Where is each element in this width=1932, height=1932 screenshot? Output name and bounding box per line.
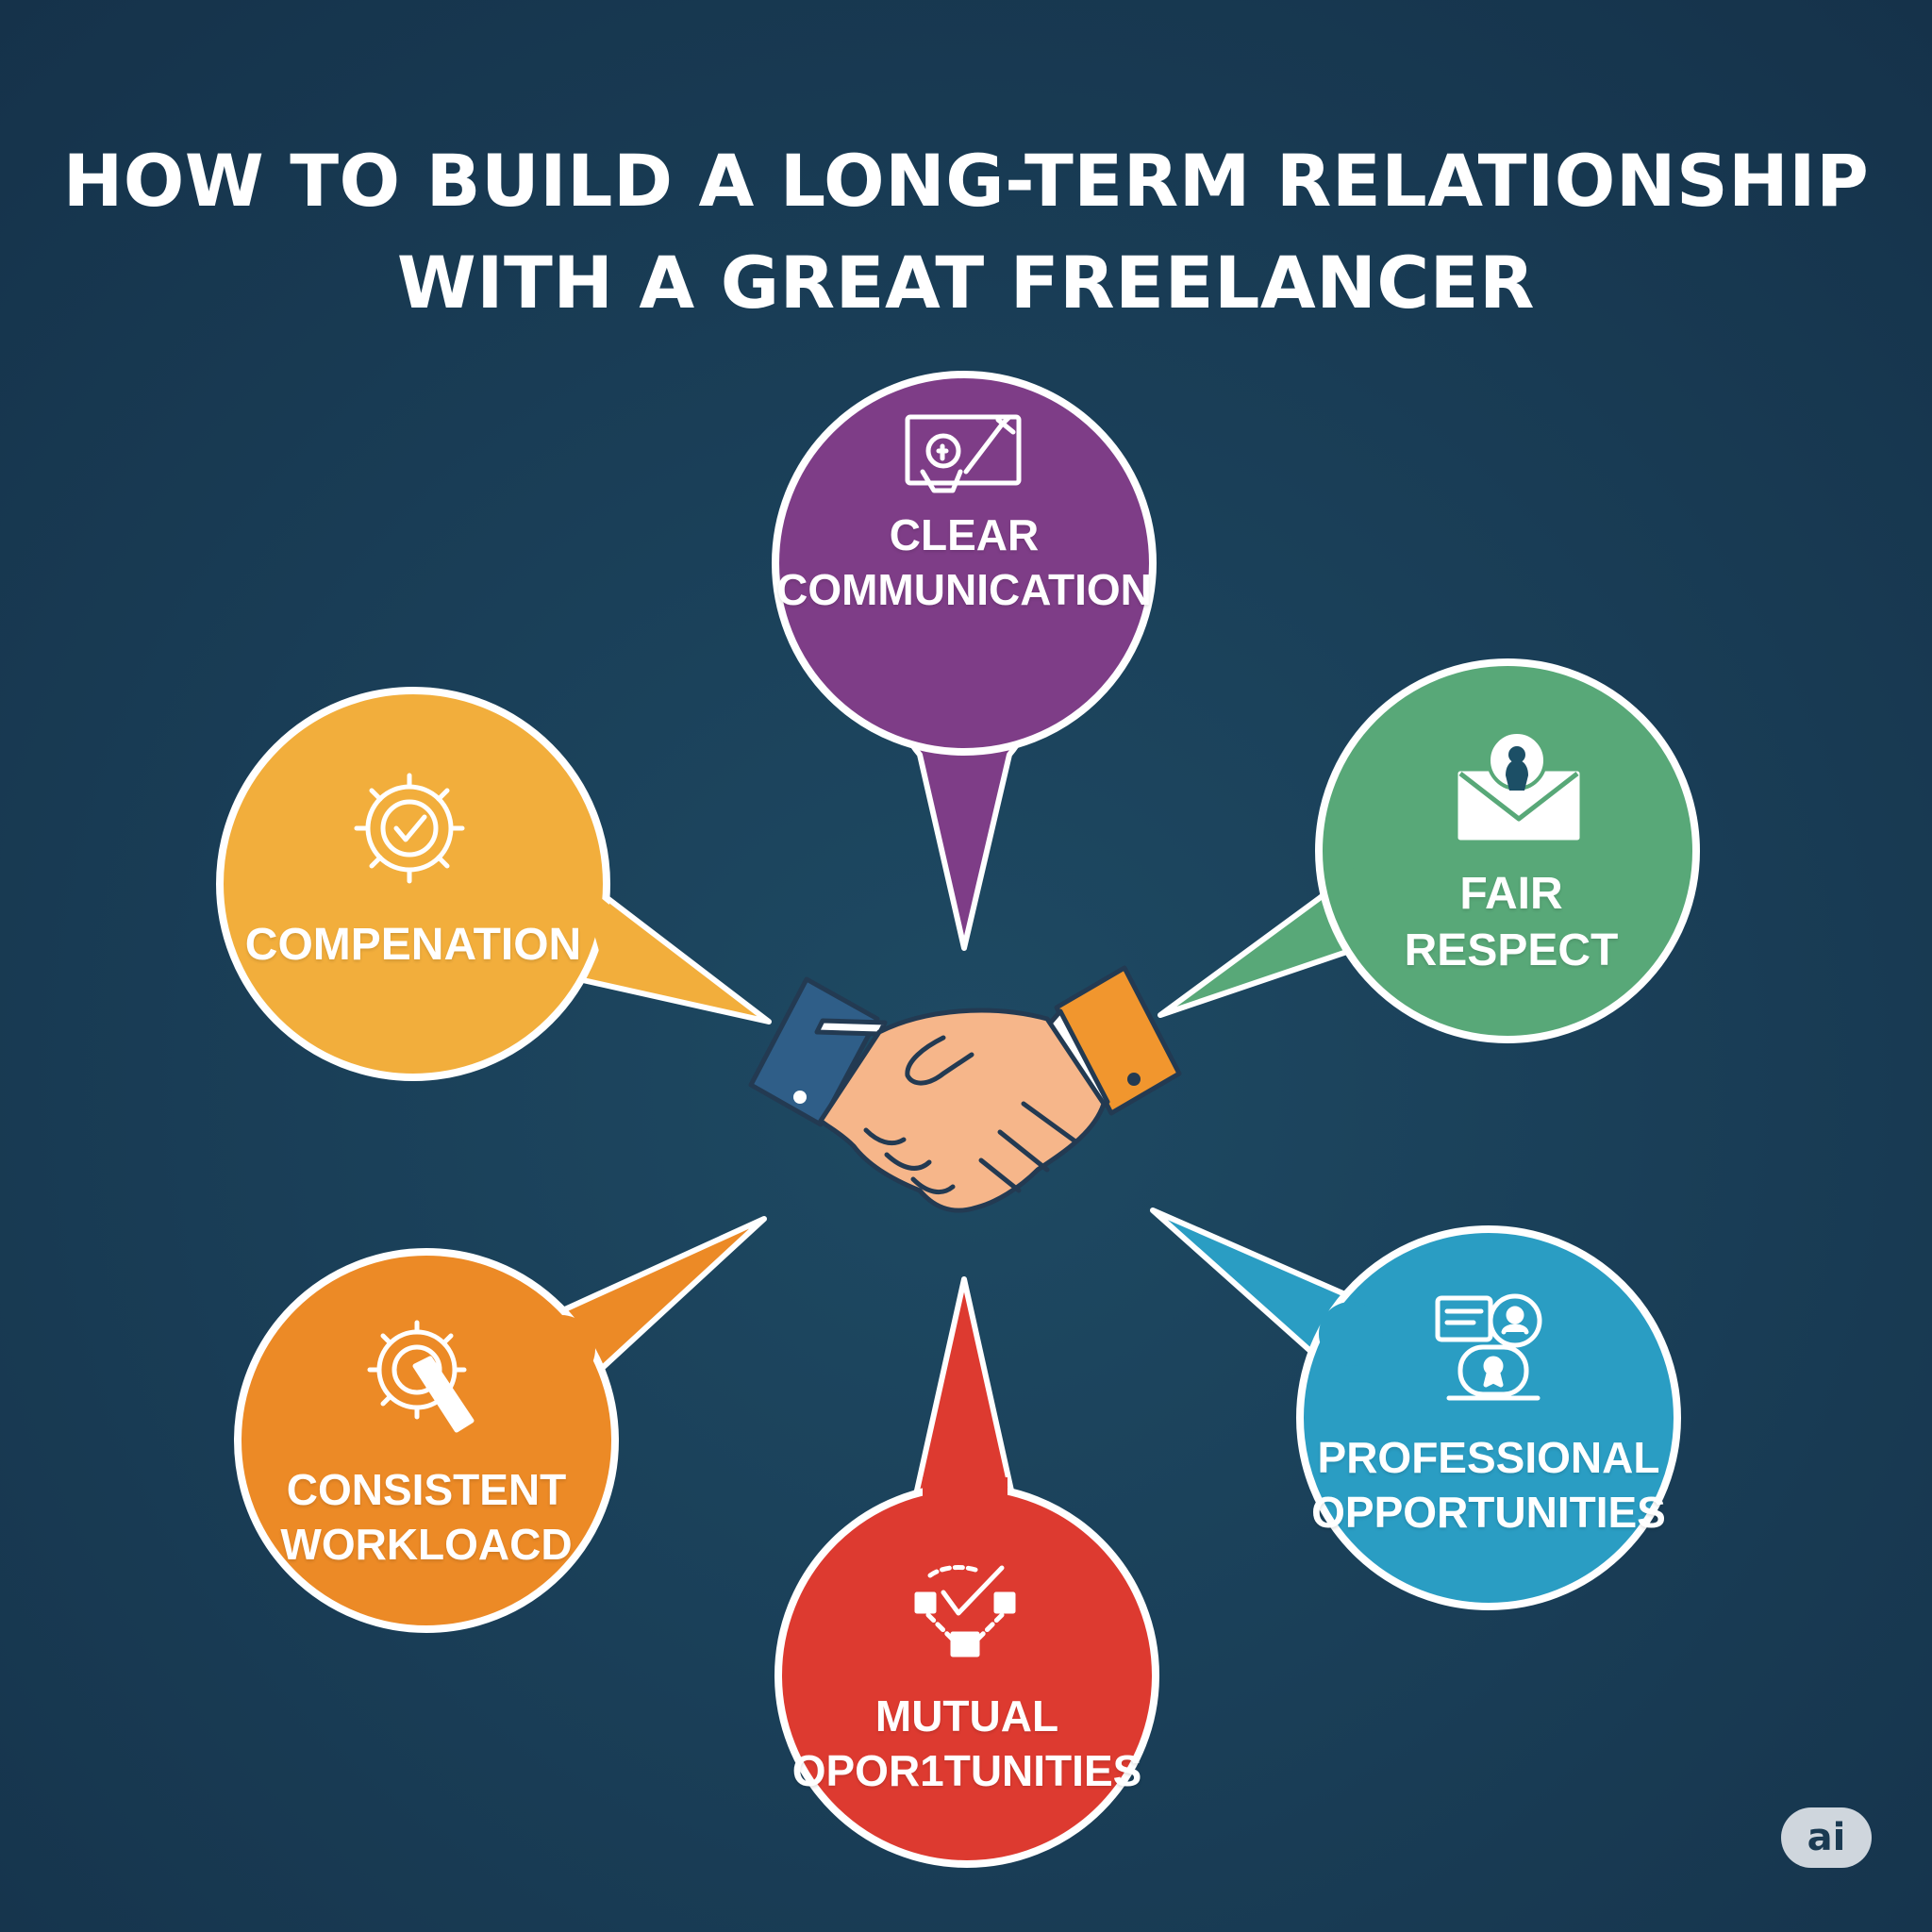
bubble-professional-opportunities bbox=[1150, 1208, 1681, 1610]
checklist-network-icon bbox=[914, 1565, 1016, 1657]
label-mutual-opportunities: MUTUAL OPOR1TUNITIES bbox=[791, 1691, 1142, 1795]
bubble-fair-respect bbox=[1158, 658, 1700, 1043]
gear-wrench-icon bbox=[367, 1320, 475, 1433]
bubble-clear-communication bbox=[772, 371, 1157, 951]
gear-check-icon bbox=[354, 773, 465, 884]
label-clear-communication: CLEAR COMMUNICATION bbox=[776, 510, 1152, 614]
chat-award-icon bbox=[1435, 1293, 1542, 1401]
label-compensation: COMPENATION bbox=[244, 920, 582, 970]
label-professional-opportunities: PROFESSIONAL OPPORTUNITIES bbox=[1311, 1433, 1666, 1537]
bubble-consistent-workload bbox=[234, 1216, 767, 1633]
bubble-mutual-opportunities bbox=[774, 1276, 1159, 1868]
ai-watermark-badge: ai bbox=[1781, 1807, 1872, 1868]
label-fair-respect: FAIR RESPECT bbox=[1404, 869, 1619, 975]
envelope-person-icon bbox=[1457, 730, 1580, 841]
bubble-compensation bbox=[216, 687, 772, 1081]
label-consistent-workload: CONSISTENT WORKLOACD bbox=[280, 1465, 573, 1569]
title-line-1: HOW TO BUILD A LONG-TERM RELATIONSHIP bbox=[62, 139, 1870, 223]
title-line-2: WITH A GREAT FREELANCER bbox=[396, 241, 1536, 325]
page-title: HOW TO BUILD A LONG-TERM RELATIONSHIP WI… bbox=[0, 130, 1932, 334]
whiteboard-pen-icon bbox=[905, 414, 1022, 493]
handshake-icon bbox=[748, 965, 1182, 1213]
